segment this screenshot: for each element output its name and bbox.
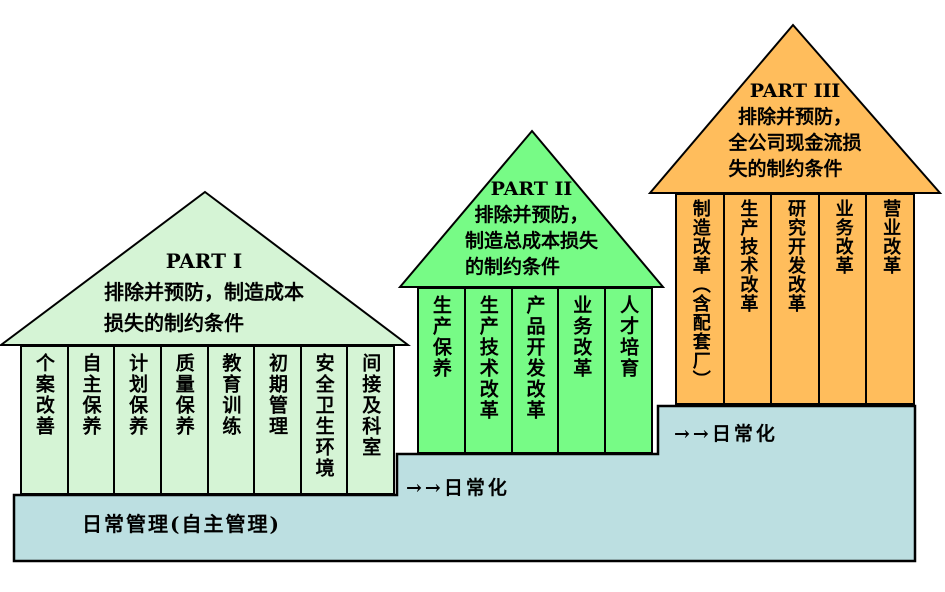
pillar-label: 初期管理 [265, 353, 288, 437]
daily-routine-label-top-step: →→日常化 [674, 423, 778, 445]
pillar-quality-maintenance: 质量保养 [161, 347, 209, 493]
house1-roof-block: 排除并预防，制造成本 损失的制约条件 [104, 277, 304, 339]
pillar-indirect-offices: 间接及科室 [348, 347, 393, 493]
house3-roof-line2: 失的制约条件 [728, 158, 843, 180]
pillar-sales-reform: 营业改革 [867, 195, 913, 403]
pillar-product-dev-reform: 产品开发改革 [512, 289, 560, 452]
pillar-autonomous-maintenance: 自主保养 [68, 347, 116, 493]
pillar-early-management: 初期管理 [255, 347, 302, 493]
house1-roof-line1: 排除并预防，制造成本 [104, 280, 304, 304]
pillar-safety-health-environment: 安全卫生环境 [301, 347, 349, 493]
pillar-label: 人才培育 [617, 295, 640, 379]
pillar-label: 计划保养 [126, 353, 149, 437]
daily-management-label: 日常管理(自主管理) [82, 512, 281, 536]
pillar-label: 制造改革（含配套厂） [689, 199, 711, 389]
pillar-label: 业务改革 [832, 199, 854, 275]
house2-roof-line2: 的制约条件 [464, 256, 560, 278]
pillar-label: 营业改革 [880, 199, 902, 275]
house3-part-label: PART III [749, 80, 841, 102]
house3-roof-subtitle: 排除并预防， [737, 106, 852, 128]
house3-roof-text: PART III 排除并预防， 全公司现金流损 失的制约条件 [650, 78, 940, 182]
pillar-production-maintenance: 生产保养 [419, 289, 466, 452]
pillar-label: 教育训练 [219, 353, 242, 437]
pillar-individual-improvement: 个案改善 [22, 347, 69, 493]
daily-routine-label-middle-step: →→日常化 [406, 477, 510, 499]
pillar-label: 自主保养 [79, 353, 102, 437]
house2-roof-block: 制造总成本损失 的制约条件 [465, 228, 598, 280]
pillar-label: 业务改革 [570, 295, 593, 379]
pillar-label: 间接及科室 [359, 353, 382, 458]
pillar-label: 生产技术改革 [737, 199, 759, 313]
pillar-label: 研究开发改革 [784, 199, 806, 313]
pillar-label: 质量保养 [172, 353, 195, 437]
pillar-label: 产品开发改革 [523, 295, 546, 421]
pillar-research-dev-reform: 研究开发改革 [772, 195, 820, 403]
house1-pillars: 个案改善 自主保养 计划保养 质量保养 教育训练 初期管理 安全卫生环境 间接及… [20, 345, 395, 495]
house3-pillars: 制造改革（含配套厂） 生产技术改革 研究开发改革 业务改革 营业改革 [675, 193, 915, 405]
pillar-production-tech-reform: 生产技术改革 [724, 195, 773, 403]
house2-roof-subtitle: 排除并预防， [474, 204, 589, 226]
pillar-planned-maintenance: 计划保养 [115, 347, 162, 493]
pillar-talent-cultivation: 人才培育 [606, 289, 651, 452]
house1-roof-line2: 损失的制约条件 [104, 311, 244, 335]
house2-roof-line1: 制造总成本损失 [464, 230, 598, 252]
house2-part-label: PART II [490, 178, 573, 200]
house1-part-label: PART I [165, 249, 243, 273]
pillar-label: 个案改善 [32, 353, 55, 437]
house3-roof-block: 全公司现金流损 失的制约条件 [728, 130, 861, 182]
house2-roof-text: PART II 排除并预防， 制造总成本损失 的制约条件 [400, 176, 663, 280]
pillar-manufacturing-reform: 制造改革（含配套厂） [677, 195, 725, 403]
pillar-label: 安全卫生环境 [312, 353, 335, 479]
stepped-base-shape [12, 404, 917, 563]
pillar-production-tech-reform: 生产技术改革 [465, 289, 513, 452]
pillar-education-training: 教育训练 [208, 347, 256, 493]
pillar-label: 生产保养 [429, 295, 452, 379]
house3-roof-line1: 全公司现金流损 [728, 132, 862, 154]
pillar-business-reform: 业务改革 [819, 195, 868, 403]
house2-pillars: 生产保养 生产技术改革 产品开发改革 业务改革 人才培育 [417, 287, 653, 454]
pillar-business-reform: 业务改革 [559, 289, 607, 452]
pillar-label: 生产技术改革 [476, 295, 499, 421]
house1-roof-text: PART I 排除并预防，制造成本 损失的制约条件 [0, 246, 408, 339]
